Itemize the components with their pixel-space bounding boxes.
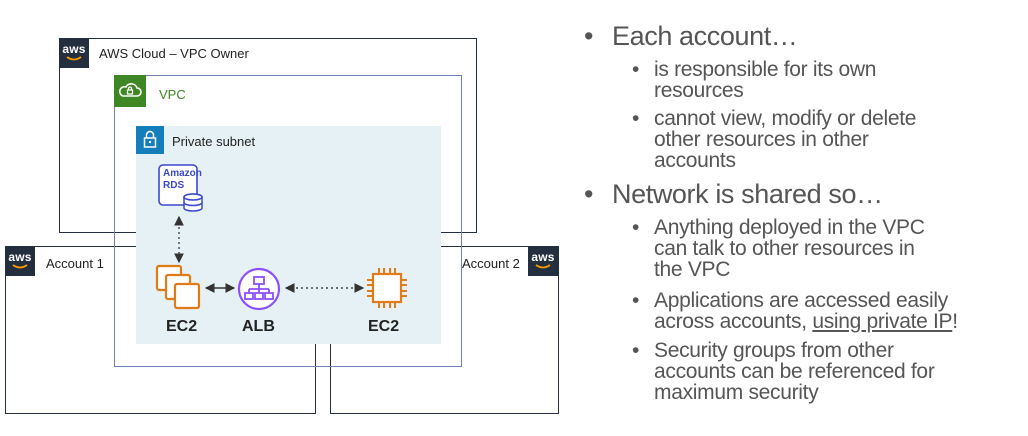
account-1-label: Account 1 xyxy=(46,256,104,271)
bullet-net-2: • Applications are accessed easily acros… xyxy=(632,289,958,333)
ec2-right-label: EC2 xyxy=(368,318,400,335)
bullet-each-2: • cannot view, modify or delete other re… xyxy=(632,107,917,172)
vpc-boundary xyxy=(114,75,462,367)
aws-logo-icon: aws xyxy=(59,38,89,68)
lock-icon xyxy=(136,126,164,154)
bullet-network-shared: • Network is shared so… xyxy=(584,179,883,209)
rds-label-line1: Amazon xyxy=(163,168,202,179)
private-ip-emphasis: using private IP xyxy=(812,310,953,333)
amazon-rds-icon xyxy=(158,164,206,214)
aws-cloud-label: AWS Cloud – VPC Owner xyxy=(99,46,249,61)
rds-label-line2: RDS xyxy=(163,180,185,191)
bullet-each-account: • Each account… xyxy=(584,21,798,51)
aws-logo-icon: aws xyxy=(5,246,35,276)
bullet-net-1: • Anything deployed in the VPC can talk … xyxy=(632,216,925,281)
private-subnet-label: Private subnet xyxy=(172,134,256,149)
vpc-label: VPC xyxy=(159,87,186,102)
account-2-label: Account 2 xyxy=(462,256,520,271)
aws-logo-icon: aws xyxy=(528,246,558,276)
connectors xyxy=(174,215,365,293)
vpc-cloud-icon xyxy=(114,75,146,107)
bullet-net-3: • Security groups from other accounts ca… xyxy=(632,339,935,404)
alb-label: ALB xyxy=(242,318,275,335)
bullet-each-1: • is responsible for its own resources xyxy=(632,58,877,102)
ec2-instance-icon xyxy=(365,266,409,310)
ec2-instances-icon xyxy=(155,264,205,312)
load-balancer-icon xyxy=(236,266,282,312)
ec2-left-label: EC2 xyxy=(166,318,198,335)
